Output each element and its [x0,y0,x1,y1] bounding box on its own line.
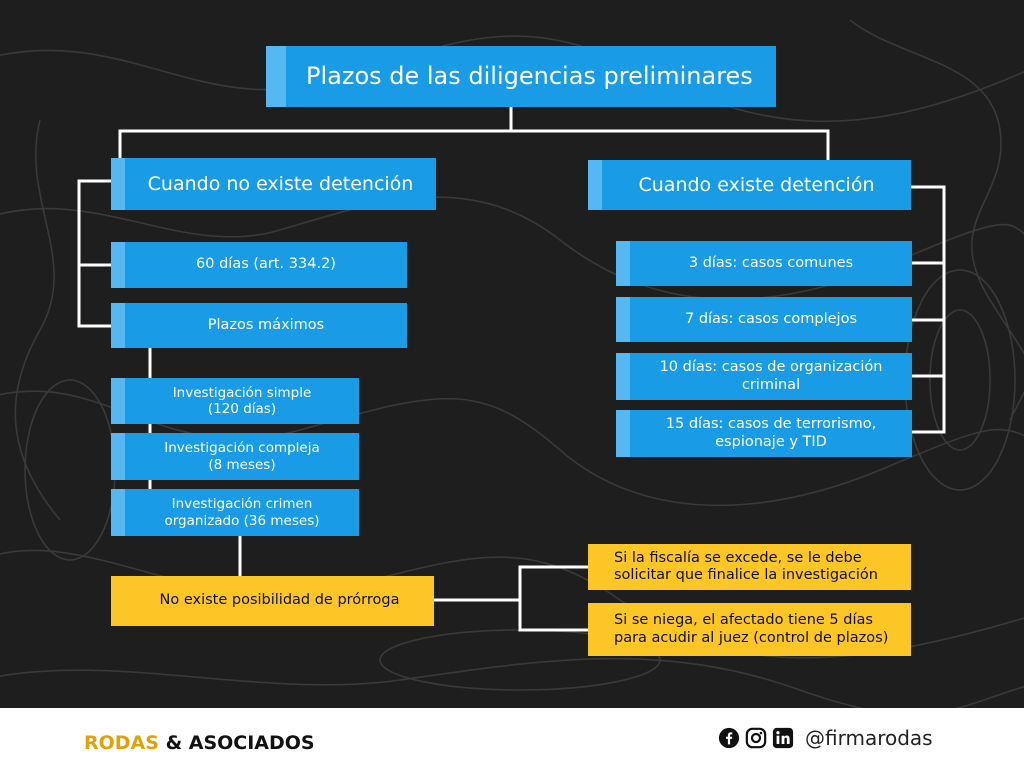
sub-item-simple: Investigación simple(120 días) [111,378,359,424]
footer-bar: RODAS & ASOCIADOS @firmarodas [0,708,1024,768]
connector-right-items [911,185,946,434]
brand-logo: RODAS & ASOCIADOS [84,732,315,754]
social-links: @firmarodas [718,726,933,750]
connector-title-right [511,129,830,160]
connector-title-branches [118,107,513,158]
instagram-icon[interactable] [745,727,767,749]
diagram-title: Plazos de las diligencias preliminares [266,46,776,107]
right-item-3-days: 3 días: casos comunes [616,241,912,286]
right-item-7-days: 7 días: casos complejos [616,297,912,342]
branch-no-detention-heading: Cuando no existe detención [111,158,436,210]
facebook-icon[interactable] [718,727,740,749]
sub-item-complex: Investigación compleja(8 meses) [111,433,359,480]
right-item-15-days: 15 días: casos de terrorismo,espionaje y… [616,410,912,457]
linkedin-icon[interactable] [772,727,794,749]
left-item-max-terms: Plazos máximos [111,303,407,348]
no-extension-box: No existe posibilidad de prórroga [111,576,434,626]
connector-lines [77,107,946,632]
diagram-canvas: Plazos de las diligencias preliminares C… [0,19,1024,708]
branch-detention-heading: Cuando existe detención [588,160,911,210]
connector-consequences [518,565,588,632]
left-item-60-days: 60 días (art. 334.2) [111,242,407,288]
social-handle[interactable]: @firmarodas [805,726,933,750]
connector-left-items [77,179,118,328]
